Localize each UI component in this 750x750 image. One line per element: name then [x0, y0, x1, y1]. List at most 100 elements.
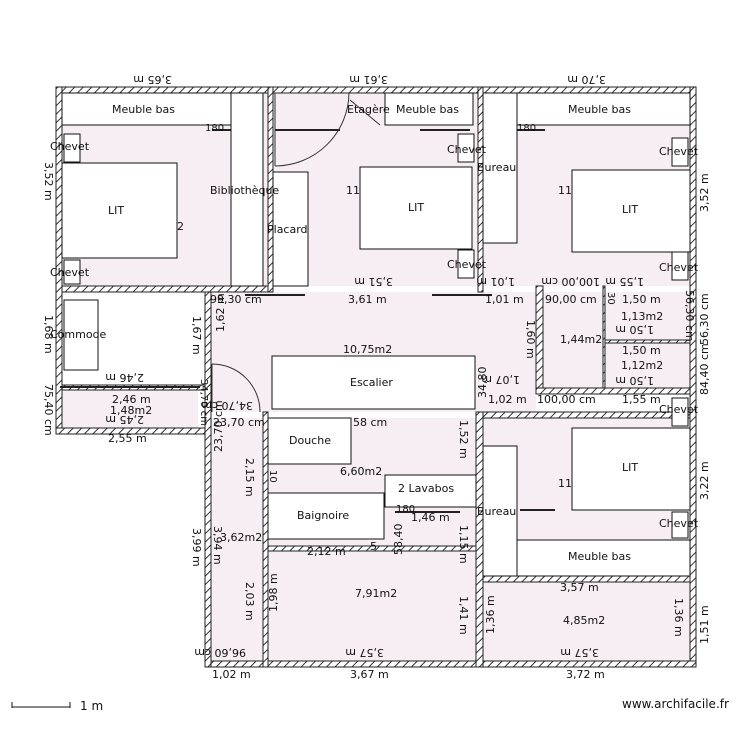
label-douche: Douche	[289, 434, 331, 447]
label-lit-2: LIT	[408, 201, 424, 214]
dim-361: 3,61 m	[348, 293, 387, 306]
area-bath: 6,60m2	[340, 465, 382, 478]
dim-3470v: 34,70 cm	[198, 379, 209, 426]
escalier	[271, 355, 476, 410]
dim-150b: 1,50 m	[615, 323, 654, 336]
area-485: 4,85m2	[563, 614, 605, 627]
label-chevet-8: Chevet	[659, 517, 699, 530]
label-chevet-5: Chevet	[659, 145, 699, 158]
dim-167: 1,67 m	[190, 316, 203, 355]
lit-2	[359, 166, 473, 250]
area-113: 1,13m2	[621, 310, 663, 323]
closet-floor	[62, 390, 198, 428]
credit-link[interactable]: www.archifacile.fr	[622, 697, 729, 711]
walls	[55, 86, 697, 668]
mark-30: 30	[605, 292, 616, 305]
dim-246b: 2,46 m	[112, 393, 151, 406]
area-corridor: 3,62m2	[220, 531, 262, 544]
label-commode: Commode	[50, 328, 107, 341]
label-bureau-2: Bureau	[477, 505, 516, 518]
area-hall: 10,75m2	[343, 343, 392, 356]
dim-146: 1,46 m	[411, 511, 450, 524]
mark-2: 2	[177, 220, 184, 233]
dim-101b: 1,01 m	[485, 293, 524, 306]
scale-label: 1 m	[80, 699, 104, 713]
dim-372: 3,72 m	[566, 668, 605, 681]
door-swing-2	[211, 363, 261, 413]
door-swing-1	[274, 92, 350, 167]
area-791: 7,91m2	[355, 587, 397, 600]
mark-11a: 11	[346, 184, 360, 197]
dimension-labels-vertical: 3,52 m 3,52 m 1,68 m 1,67 m 1,62 m 1,60 …	[42, 162, 711, 644]
meuble-bas-1	[61, 92, 233, 126]
dim-322: 3,22 m	[698, 461, 711, 500]
dim-right-352: 3,52 m	[698, 173, 711, 212]
storage-3-floor	[605, 343, 690, 388]
label-escalier: Escalier	[350, 376, 393, 389]
dim-255: 2,55 m	[108, 432, 147, 445]
baignoire	[267, 492, 385, 540]
dim-2370h: 23,70 cm	[213, 416, 265, 429]
dim-245: 2,45 m	[105, 413, 144, 426]
room-791-floor	[268, 551, 476, 661]
mark-180b: 180	[517, 123, 536, 134]
dim-107: 1,07 m	[481, 373, 520, 386]
furniture	[61, 92, 691, 577]
dim-101a: 1,01 m	[476, 275, 515, 288]
dim-9660: 96,60 cm	[194, 646, 246, 659]
area-112: 1,12m2	[621, 359, 663, 372]
chevet-1	[63, 133, 81, 163]
storage-floor	[543, 292, 603, 388]
meuble-bas-2	[384, 92, 474, 126]
label-meuble-bas-3: Meuble bas	[568, 103, 631, 116]
dim-203: 2,03 m	[243, 582, 256, 621]
chevet-5	[671, 137, 689, 167]
dim-141: 1,41 m	[457, 596, 470, 635]
mark-10: 10	[267, 470, 278, 483]
area-144: 1,44m2	[560, 333, 602, 346]
bureau-2	[482, 445, 518, 577]
label-meuble-bas-4: Meuble bas	[568, 550, 631, 563]
dim-150a: 1,50 m	[622, 293, 661, 306]
label-lavabos: 2 Lavabos	[398, 482, 454, 495]
dim-150c: 1,50 m	[622, 344, 661, 357]
mark-11c: 11	[558, 477, 572, 490]
dim-162: 1,62 m	[214, 293, 227, 332]
dim-100: 100,00 cm	[541, 275, 600, 288]
dim-top-mid: 3,61 m	[349, 73, 388, 86]
label-meuble-bas-2: Meuble bas	[396, 103, 459, 116]
furniture-labels: Meuble bas Etagère Meuble bas Meuble bas…	[50, 103, 699, 563]
lit-1	[61, 162, 178, 259]
mark-11b: 11	[558, 184, 572, 197]
door-leaf-3	[349, 99, 381, 126]
dim-357b: 3,57 m	[345, 646, 384, 659]
dim-102a: 1,02 m	[488, 393, 527, 406]
room-485-floor	[483, 582, 690, 661]
doors	[211, 92, 381, 413]
dim-bed2-width: 3,51 m	[354, 275, 393, 288]
dim-left-352: 3,52 m	[42, 162, 55, 201]
label-bibliotheque: Bibliothèque	[210, 184, 279, 197]
mark-5: 5	[370, 540, 377, 553]
dim-10000: 100,00 cm	[537, 393, 596, 406]
dim-357c: 3,57 m	[560, 646, 599, 659]
label-chevet-4: Chevet	[447, 258, 487, 271]
douche	[267, 417, 352, 465]
label-etagere: Etagère	[347, 103, 390, 116]
dim-top-right: 3,70 m	[567, 73, 606, 86]
label-bureau-1: Bureau	[477, 161, 516, 174]
dim-5840: 58,40	[392, 524, 405, 556]
dim-399: 3,99 m	[190, 528, 203, 567]
dim-151: 1,51 m	[698, 605, 711, 644]
dim-5630b: 56,30 cm	[698, 293, 711, 345]
label-lit-1: LIT	[108, 204, 124, 217]
placard	[272, 171, 309, 287]
label-chevet-7: Chevet	[659, 403, 699, 416]
dim-2370v: 23,70 cm	[212, 400, 225, 452]
chevet-6	[671, 251, 689, 281]
dim-9000: 90,00 cm	[545, 293, 597, 306]
dim-3470h: 34,70 cm	[201, 399, 253, 412]
corridor-floor	[211, 418, 263, 661]
scale-bar	[11, 702, 71, 708]
